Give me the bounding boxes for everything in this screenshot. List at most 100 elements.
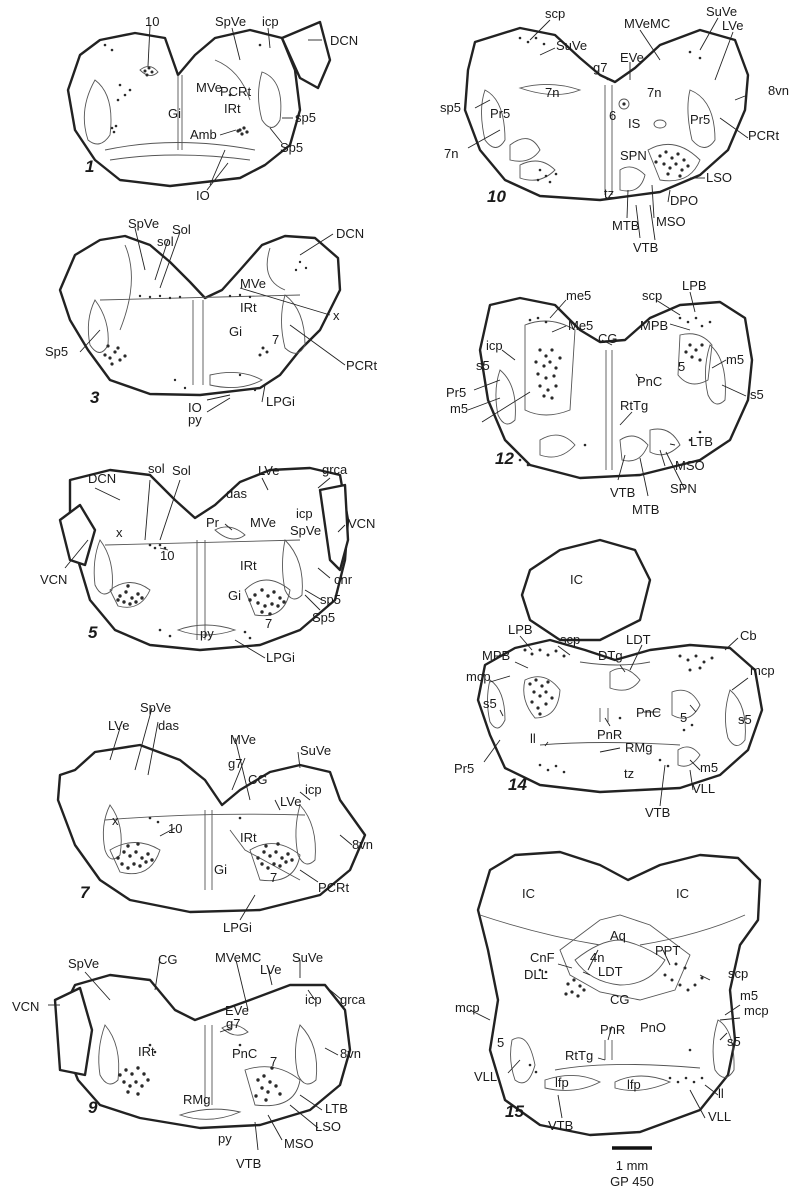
label-8vn: 8vn (352, 837, 373, 852)
label-tz: tz (604, 186, 614, 201)
label-mvemc: MVeMC (215, 950, 261, 965)
section-number: 10 (487, 187, 506, 206)
label-vcn-left: VCN (40, 572, 67, 587)
label-sp5-lower: sp5 (320, 592, 341, 607)
label-irt: IRt (240, 558, 257, 573)
label-py: py (188, 412, 202, 427)
label-ppt: PPT (655, 943, 680, 958)
label-lfp-left: lfp (555, 1075, 569, 1090)
label-vll-right: VLL (708, 1109, 731, 1124)
label-sp5-lower: sp5 (295, 110, 316, 125)
label-gi: Gi (229, 324, 242, 339)
section-15: IC IC Aq CnF 4n PPT DLL LDT scp m5 mcp C… (455, 850, 769, 1137)
label-pnc: PnC (232, 1046, 257, 1061)
label-x: x (112, 813, 119, 828)
label-mve: MVe (240, 276, 266, 291)
label-suve-right: SuVe (706, 4, 737, 19)
label-sol-lower: sol (148, 461, 165, 476)
label-s5-right: s5 (738, 712, 752, 727)
label-pcrt: PCRt (346, 358, 377, 373)
label-scp: scp (560, 632, 580, 647)
label-10: 10 (145, 14, 159, 29)
label-rttg: RtTg (565, 1048, 593, 1063)
label-me5: me5 (566, 288, 591, 303)
section-number: 1 (85, 157, 94, 176)
label-cb: Cb (740, 628, 757, 643)
label-s5-left: s5 (476, 358, 490, 373)
label-mve: MVe (230, 732, 256, 747)
label-spve: SpVe (215, 14, 246, 29)
label-ltb: LTB (690, 434, 713, 449)
section-number: 12 (495, 449, 514, 468)
label-spve: SpVe (128, 216, 159, 231)
label-scp: scp (545, 6, 565, 21)
label-pnr: PnR (597, 727, 622, 742)
label-tz: tz (624, 766, 634, 781)
label-ic-left: IC (522, 886, 535, 901)
label-mtb: MTB (632, 502, 659, 517)
label-ll: ll (530, 731, 536, 746)
label-vcn-right: VCN (348, 516, 375, 531)
label-spn: SPN (620, 148, 647, 163)
section-14: IC LPB scp LDT Cb MPB DTg mcp mcp s5 PnC… (454, 538, 775, 820)
label-spve: SpVe (68, 956, 99, 971)
specimen-label: GP 450 (610, 1174, 654, 1189)
section-1: 10 SpVe icp DCN MVe PCRt Gi IRt sp5 Amb … (66, 14, 358, 203)
label-7: 7 (265, 616, 272, 631)
label-scp: scp (642, 288, 662, 303)
label-vtb: VTB (610, 485, 635, 500)
label-me5-upper: Me5 (568, 318, 593, 333)
label-vcn: VCN (12, 999, 39, 1014)
label-lve: LVe (260, 962, 281, 977)
section-number: 7 (80, 883, 91, 902)
label-rmg: RMg (625, 740, 652, 755)
label-lfp-right: lfp (627, 1077, 641, 1092)
label-py: py (200, 626, 214, 641)
label-ll: ll (718, 1086, 724, 1101)
label-cg: CG (158, 952, 178, 967)
label-ldt: LDT (626, 632, 651, 647)
label-mcp-right: mcp (744, 1003, 769, 1018)
label-cnf: CnF (530, 950, 555, 965)
label-5: 5 (678, 359, 685, 374)
label-mso: MSO (284, 1136, 314, 1151)
label-dcn: DCN (88, 471, 116, 486)
label-vtb: VTB (645, 805, 670, 820)
label-pcrt: PCRt (318, 880, 349, 895)
label-grca: grca (340, 992, 366, 1007)
section-number: 3 (90, 388, 100, 407)
label-io: IO (188, 400, 202, 415)
label-ldt: LDT (598, 964, 623, 979)
label-aq: Aq (610, 928, 626, 943)
label-pr: Pr (206, 515, 220, 530)
label-ic: IC (570, 572, 583, 587)
section-number: 14 (508, 775, 527, 794)
label-lso: LSO (315, 1119, 341, 1134)
label-suve: SuVe (300, 743, 331, 758)
label-m5-right: m5 (726, 352, 744, 367)
label-pnc: PnC (637, 374, 662, 389)
label-mtb: MTB (612, 218, 639, 233)
label-10: 10 (168, 821, 182, 836)
label-irt: IRt (240, 830, 257, 845)
label-7n-lower: 7n (444, 146, 458, 161)
label-m5: m5 (700, 760, 718, 775)
label-sol: Sol (172, 463, 191, 478)
scale-bar-label: 1 mm (616, 1158, 649, 1173)
label-s5-left: s5 (483, 696, 497, 711)
label-icp: icp (305, 992, 322, 1007)
label-is: IS (628, 116, 641, 131)
label-sp5: Sp5 (312, 610, 335, 625)
label-pno: PnO (640, 1020, 666, 1035)
section-5: DCN sol Sol LVe grca das icp VCN Pr MVe … (40, 461, 375, 665)
label-mso: MSO (675, 458, 705, 473)
label-x: x (116, 525, 123, 540)
label-das: das (158, 718, 179, 733)
label-5: 5 (497, 1035, 504, 1050)
label-icp: icp (262, 14, 279, 29)
label-mpb: MPB (482, 648, 510, 663)
label-das: das (226, 486, 247, 501)
label-m5: m5 (740, 988, 758, 1003)
section-number: 5 (88, 623, 98, 642)
